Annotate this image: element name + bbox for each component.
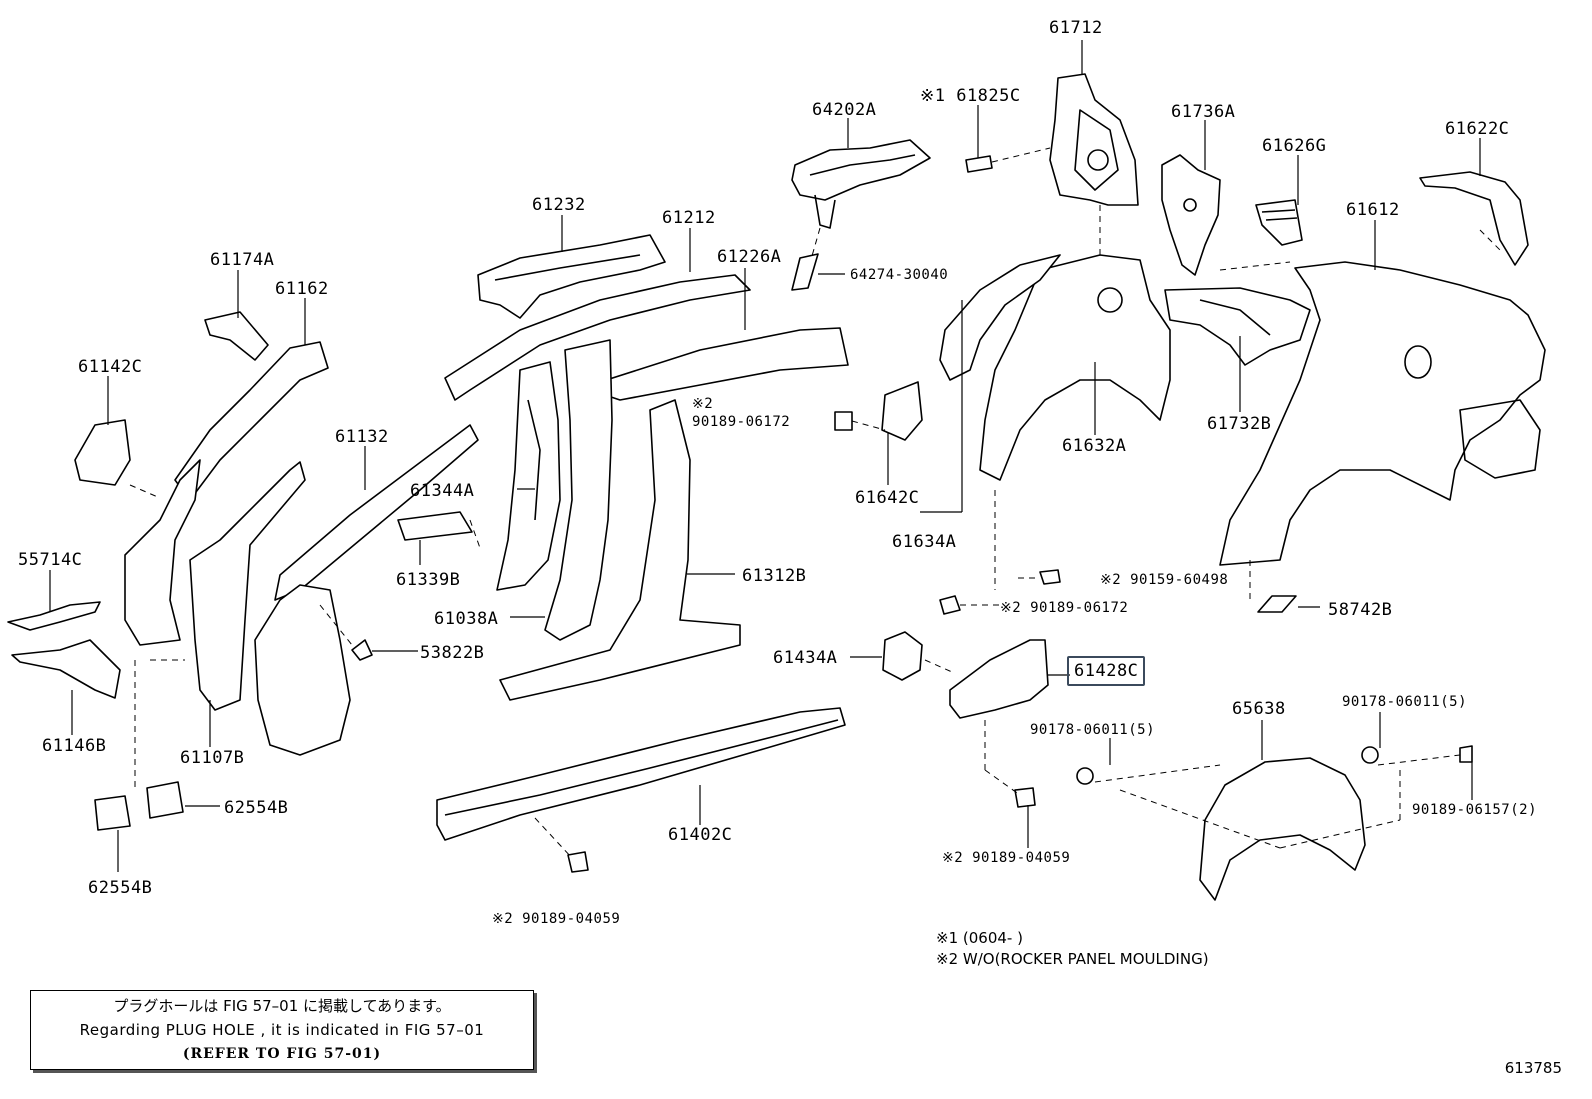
label-61634a[interactable]: 61634A — [892, 532, 957, 552]
label-61642c[interactable]: 61642C — [855, 488, 920, 508]
label-61339b[interactable]: 61339B — [396, 570, 461, 590]
label-61344a[interactable]: 61344A — [410, 481, 475, 501]
label-90159-60498[interactable]: ※2 90159-60498 — [1100, 572, 1229, 588]
label-62554b-top[interactable]: 62554B — [224, 798, 289, 818]
part-62554b-bottom — [94, 795, 131, 831]
part-61232-shape — [477, 234, 666, 319]
label-61146b[interactable]: 61146B — [42, 736, 107, 756]
label-64202a[interactable]: 64202A — [812, 100, 877, 120]
label-90189-06172-b[interactable]: ※2 90189-06172 — [1000, 600, 1129, 616]
clip-90189-06172-b-shape — [939, 595, 961, 615]
label-64274-30040[interactable]: 64274-30040 — [850, 267, 949, 283]
part-61107b-shape — [189, 461, 306, 711]
plug-hole-reference-box: プラグホールは FIG 57–01 に掲載してあります。 Regarding P… — [30, 990, 534, 1070]
part-65638-shape — [1199, 757, 1366, 901]
part-61428c-shape — [949, 639, 1049, 719]
nut-90178-b-shape — [1361, 746, 1379, 764]
bolt-90159-shape — [1039, 569, 1061, 585]
part-front-pillar-outer — [254, 584, 351, 756]
label-58742b[interactable]: 58742B — [1328, 600, 1393, 620]
label-61402c[interactable]: 61402C — [668, 825, 733, 845]
part-61402c-shape — [436, 707, 846, 841]
part-front-pillar-inner — [124, 459, 201, 646]
part-61634a-shape — [939, 254, 1061, 381]
part-61226a-shape — [599, 327, 849, 401]
label-65638[interactable]: 65638 — [1232, 699, 1286, 719]
label-61622c[interactable]: 61622C — [1445, 119, 1510, 139]
label-61226a[interactable]: 61226A — [717, 247, 782, 267]
label-61732b[interactable]: 61732B — [1207, 414, 1272, 434]
label-61142c[interactable]: 61142C — [78, 357, 143, 377]
part-61212-shape — [444, 274, 751, 401]
part-61736a-shape — [1161, 154, 1221, 276]
plug-hole-english: Regarding PLUG HOLE , it is indicated in… — [79, 1021, 485, 1039]
label-90189-06157[interactable]: 90189-06157(2) — [1412, 802, 1538, 818]
label-61612[interactable]: 61612 — [1346, 200, 1400, 220]
clip-90189-04059-b-shape — [1014, 787, 1036, 808]
label-61232[interactable]: 61232 — [532, 195, 586, 215]
part-61642c-shape — [881, 381, 923, 441]
label-62554b-bottom[interactable]: 62554B — [88, 878, 153, 898]
label-90178-06011-b[interactable]: 90178-06011(5) — [1342, 694, 1468, 710]
part-53822b-shape — [351, 639, 373, 661]
label-61736a[interactable]: 61736A — [1171, 102, 1236, 122]
label-61162[interactable]: 61162 — [275, 279, 329, 299]
part-61344a-shape — [496, 361, 561, 591]
label-90189-06172-a[interactable]: 90189-06172 — [692, 414, 791, 430]
part-64274-shape — [791, 253, 819, 291]
figure-id: 613785 — [1504, 1059, 1562, 1077]
label-90189-04059-a[interactable]: ※2 90189-04059 — [492, 911, 621, 927]
part-61434a-shape — [882, 631, 923, 681]
part-58742b-shape — [1257, 595, 1297, 613]
part-61142c-shape — [74, 419, 131, 486]
label-90189-06172-a-mark: ※2 — [692, 396, 714, 412]
label-55714c[interactable]: 55714C — [18, 550, 83, 570]
part-61626g-shape — [1255, 199, 1303, 246]
part-61146b-shape — [11, 639, 121, 699]
part-61038a-shape — [544, 339, 613, 641]
part-64202a-shape — [791, 139, 931, 201]
part-61622c-shape — [1419, 171, 1529, 266]
part-61312b-shape — [499, 399, 741, 701]
label-61038a[interactable]: 61038A — [434, 609, 499, 629]
clip-90189-04059-a-shape — [567, 851, 589, 873]
refer-to-fig-link[interactable]: (REFER TO FIG 57-01) — [182, 1046, 382, 1062]
part-61339b-shape — [397, 511, 473, 541]
part-61612-shape — [1219, 261, 1546, 566]
label-61174a[interactable]: 61174A — [210, 250, 275, 270]
label-90178-06011-a[interactable]: 90178-06011(5) — [1030, 722, 1156, 738]
part-61825c-shape — [965, 155, 993, 173]
label-61712[interactable]: 61712 — [1049, 18, 1103, 38]
part-61712-shape — [1049, 73, 1139, 206]
part-62554b-top — [146, 781, 184, 819]
note-2: ※2 W/O(ROCKER PANEL MOULDING) — [936, 950, 1209, 968]
nut-90178-a-shape — [1076, 767, 1094, 785]
bolt-90189-06172-a-shape — [834, 411, 853, 431]
label-61428c-highlighted[interactable]: 61428C — [1067, 656, 1146, 686]
label-61312b[interactable]: 61312B — [742, 566, 807, 586]
label-53822b[interactable]: 53822B — [420, 643, 485, 663]
bolt-90189-06157-shape — [1459, 745, 1473, 763]
label-61825c[interactable]: ※1 61825C — [920, 86, 1021, 106]
label-90189-04059-b[interactable]: ※2 90189-04059 — [942, 850, 1071, 866]
label-61212[interactable]: 61212 — [662, 208, 716, 228]
label-61107b[interactable]: 61107B — [180, 748, 245, 768]
part-61162-shape — [174, 341, 329, 501]
label-61434a[interactable]: 61434A — [773, 648, 838, 668]
part-61174a-shape — [204, 311, 269, 361]
label-61632a[interactable]: 61632A — [1062, 436, 1127, 456]
label-61626g[interactable]: 61626G — [1262, 136, 1327, 156]
plug-hole-japanese: プラグホールは FIG 57–01 に掲載してあります。 — [113, 997, 451, 1015]
note-1: ※1 (0604- ) — [936, 929, 1023, 947]
label-61132[interactable]: 61132 — [335, 427, 389, 447]
part-61732b-shape — [1164, 287, 1311, 366]
part-55714c-shape — [7, 601, 101, 631]
